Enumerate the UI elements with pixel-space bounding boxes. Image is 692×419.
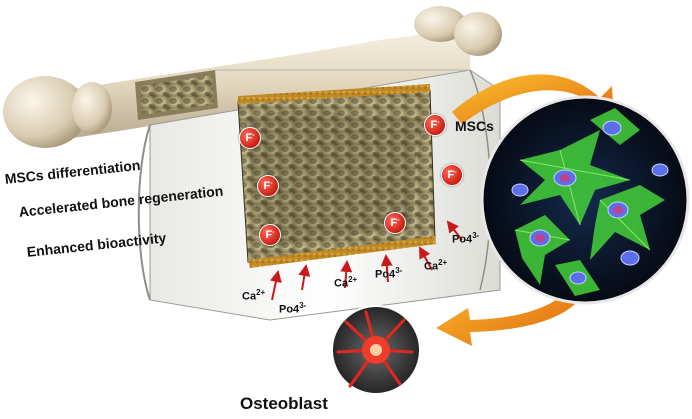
- fluoride-ion-badge: F-: [259, 224, 281, 246]
- label-osteoblast: Osteoblast: [240, 394, 328, 413]
- ion-arrows: [270, 220, 463, 301]
- calcium-ion-label: Ca2+: [424, 258, 448, 273]
- red-arrow-icon: [298, 264, 311, 291]
- red-arrow-icon: [270, 270, 282, 301]
- red-arrow-icon: [380, 254, 393, 283]
- curved-arrow-icon: [452, 74, 614, 124]
- osteoblast-cell-image: [331, 305, 421, 395]
- red-arrow-icon: [419, 246, 433, 271]
- curved-arrow-icon: [436, 258, 591, 346]
- fluoride-ion-badge: F-: [441, 164, 463, 186]
- phosphate-ion-label: Po43-: [375, 266, 403, 281]
- fluoride-ion-badge: F-: [424, 114, 446, 136]
- phosphate-ion-label: Po43-: [279, 301, 307, 316]
- fluoride-ion-badge: F-: [257, 175, 279, 197]
- msc-cells-image: [480, 95, 690, 305]
- femur-bone-image: [3, 6, 502, 148]
- label-mscs: MSCs: [455, 118, 494, 134]
- calcium-ion-label: Ca2+: [242, 288, 266, 303]
- fluoride-ion-badge: F-: [384, 212, 406, 234]
- phosphate-ion-label: Po43-: [452, 231, 480, 246]
- red-arrow-icon: [446, 220, 463, 241]
- red-arrow-icon: [340, 260, 353, 289]
- fluoride-ion-badge: F-: [239, 127, 261, 149]
- calcium-ion-label: Ca2+: [334, 275, 358, 290]
